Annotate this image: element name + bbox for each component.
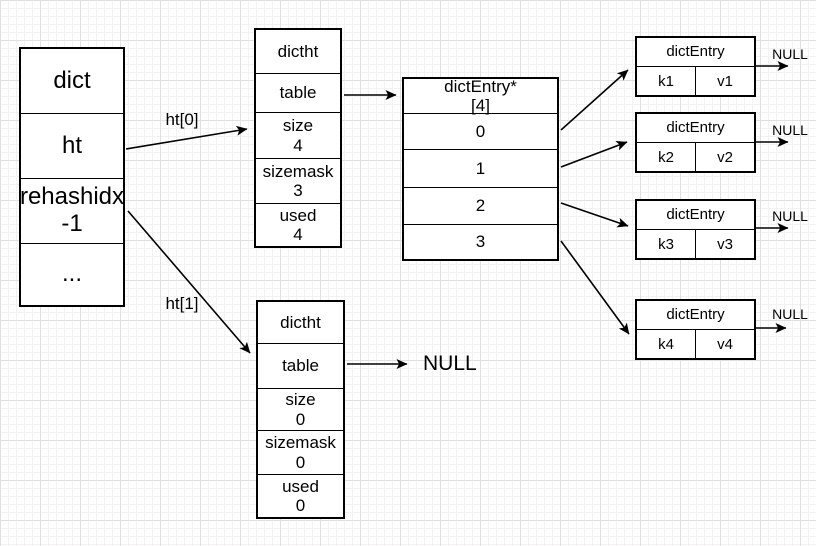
dict-entry-4-box: dictEntry k4 v4 xyxy=(635,299,756,360)
dict-entry-2-box: dictEntry k2 v2 xyxy=(635,112,756,173)
dict-entry-4-key: k4 xyxy=(637,330,696,358)
dict-field-ht: ht xyxy=(21,113,123,178)
dictht1-size-label: size xyxy=(285,390,316,410)
dictht0-table-label: table xyxy=(279,83,317,103)
bucket-slot-3-index: 3 xyxy=(475,232,486,252)
bucket-slot-2-index: 2 xyxy=(475,196,486,216)
dict-entry-2-key: k2 xyxy=(637,143,696,171)
dictht0-used-label: used xyxy=(279,205,317,225)
arrow-slot1-to-entry2 xyxy=(560,141,628,168)
arrow-ht0 xyxy=(125,125,248,150)
dict-entry-1-box: dictEntry k1 v1 xyxy=(635,36,756,97)
rehashidx-value: -1 xyxy=(61,210,83,237)
arrow-slot3-to-entry4 xyxy=(560,240,630,335)
dictht0-table-row: table xyxy=(256,73,340,112)
bucket-slot-1-index: 1 xyxy=(475,158,486,178)
dictht1-table-label: table xyxy=(282,356,319,376)
entry-3-next-null-label: NULL xyxy=(772,208,808,224)
dict-entry-2-title-row: dictEntry xyxy=(637,114,754,142)
dictht0-used-row: used 4 xyxy=(256,203,340,246)
dict-entry-1-title-row: dictEntry xyxy=(637,38,754,66)
dictht1-sizemask-label: sizemask xyxy=(265,433,336,453)
dictht1-used-row: used 0 xyxy=(258,474,343,517)
dict-entry-3-box: dictEntry k3 v3 xyxy=(635,199,756,260)
dictht1-used-value: 0 xyxy=(295,496,306,515)
entry-1-next-null-label: NULL xyxy=(772,46,808,62)
dict-struct-box: dict ht rehashidx -1 ... xyxy=(19,47,125,307)
dictht0-box: dictht table size 4 sizemask 3 used 4 xyxy=(254,28,342,248)
dict-entry-3-title: dictEntry xyxy=(666,205,725,223)
dict-field-name: dict xyxy=(21,49,123,113)
dict-entry-3-title-row: dictEntry xyxy=(637,201,754,229)
bucket-slot-2: 2 xyxy=(404,187,557,224)
bucket-array-size: [4] xyxy=(471,96,490,115)
dictht0-title-row: dictht xyxy=(256,30,340,73)
dict-entry-2-kv-row: k2 v2 xyxy=(637,142,754,171)
entry-4-next-null-label: NULL xyxy=(772,306,808,322)
ellipsis-label: ... xyxy=(61,260,82,288)
dict-entry-4-title: dictEntry xyxy=(666,305,725,323)
bucket-slot-1: 1 xyxy=(404,149,557,187)
dict-field-rehashidx: rehashidx -1 xyxy=(19,178,125,243)
dict-entry-1-title: dictEntry xyxy=(666,42,725,60)
ht1-table-null-label: NULL xyxy=(423,352,477,375)
ht-label: ht xyxy=(61,131,82,159)
arrow-slot0-to-entry1 xyxy=(560,69,629,131)
dict-entry-4-kv-row: k4 v4 xyxy=(637,329,754,358)
dict-entry-1-value: v1 xyxy=(717,72,733,90)
dictht1-box: dictht table size 0 sizemask 0 used 0 xyxy=(256,300,345,519)
rehashidx-label: rehashidx xyxy=(19,183,125,211)
dictht0-size-value: 4 xyxy=(293,135,303,155)
dict-entry-4-title-row: dictEntry xyxy=(637,301,754,329)
bucket-array-type: dictEntry* xyxy=(444,76,517,96)
dictht1-sizemask-value: 0 xyxy=(295,452,306,472)
dictht1-used-label: used xyxy=(282,476,319,496)
bucket-slot-0: 0 xyxy=(404,113,557,149)
dict-entry-3-value: v3 xyxy=(717,235,733,253)
dict-entry-4-value: v4 xyxy=(717,335,733,353)
dict-entry-1-kv-row: k1 v1 xyxy=(637,66,754,95)
dictht0-size-label: size xyxy=(282,116,314,136)
arrow-slot2-to-entry3 xyxy=(560,202,629,228)
dictht1-title: dictht xyxy=(280,312,321,332)
arrow-ht1 xyxy=(127,210,251,354)
dictht1-title-row: dictht xyxy=(258,302,343,343)
dictht0-size-row: size 4 xyxy=(256,112,340,158)
dict-entry-2-value: v2 xyxy=(717,148,733,166)
dict-entry-3-key: k3 xyxy=(637,230,696,258)
dict-entry-1-key: k1 xyxy=(637,67,696,95)
bucket-array-header: dictEntry* [4] xyxy=(404,76,557,115)
bucket-slot-3: 3 xyxy=(404,224,557,259)
ht0-arrow-label: ht[0] xyxy=(165,110,199,129)
dictht0-used-value: 4 xyxy=(293,225,303,244)
dictht1-table-row: table xyxy=(258,343,343,388)
ht1-arrow-label: ht[1] xyxy=(165,294,199,313)
bucket-array-box: dictEntry* [4] 0 1 2 3 xyxy=(402,77,559,261)
dict-label: dict xyxy=(53,66,91,94)
dictht0-sizemask-value: 3 xyxy=(293,181,303,200)
entry-2-next-null-label: NULL xyxy=(772,122,808,138)
dictht1-sizemask-row: sizemask 0 xyxy=(258,430,343,474)
bucket-slot-0-index: 0 xyxy=(475,121,486,141)
dictht0-sizemask-row: sizemask 3 xyxy=(256,158,340,203)
dictht1-size-row: size 0 xyxy=(258,388,343,430)
dict-field-ellipsis: ... xyxy=(21,243,123,305)
dictht0-sizemask-label: sizemask xyxy=(262,161,334,181)
dict-entry-2-title: dictEntry xyxy=(666,118,725,136)
dictht1-size-value: 0 xyxy=(295,409,306,429)
dict-entry-3-kv-row: k3 v3 xyxy=(637,229,754,258)
dictht0-title: dictht xyxy=(277,41,319,61)
